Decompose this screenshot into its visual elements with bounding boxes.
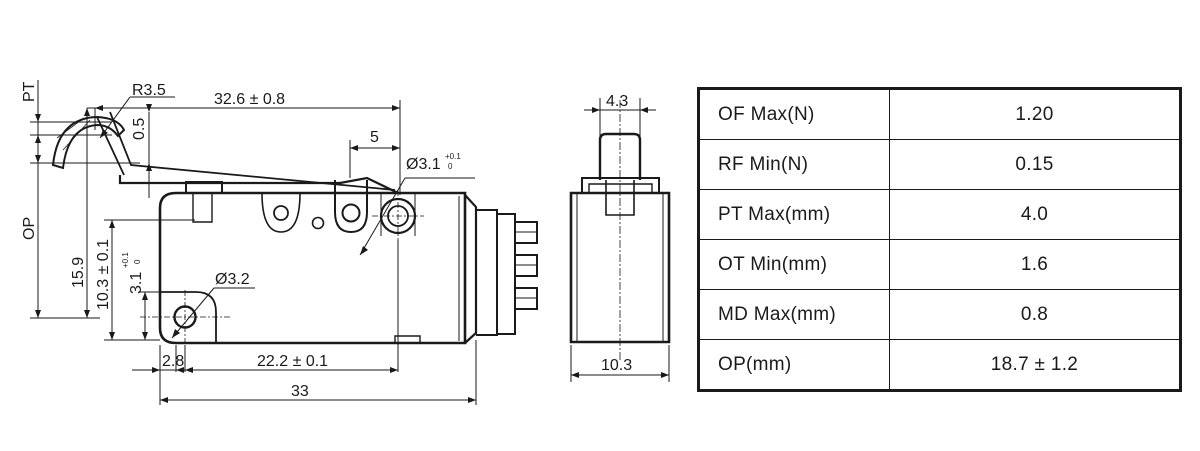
body-length-label: 33	[291, 383, 309, 400]
param-cell: RF Min(N)	[698, 139, 890, 190]
terminal-cap	[464, 194, 478, 344]
end-collar	[581, 177, 660, 193]
value-cell: 1.20	[889, 88, 1181, 140]
pt-label: PT	[21, 81, 38, 102]
plunger-width-label: 4.3	[606, 93, 628, 110]
table-row: MD Max(mm) 0.8	[698, 289, 1181, 340]
table-row: PT Max(mm) 4.0	[698, 189, 1181, 240]
hole-diameter-label: Ø3.1	[406, 156, 441, 173]
param-cell: PT Max(mm)	[698, 189, 890, 240]
table-row: OF Max(N) 1.20	[698, 88, 1181, 140]
mount-tol-zero: 0	[133, 259, 142, 264]
value-cell: 18.7 ± 1.2	[889, 339, 1181, 391]
height-label: 15.9	[70, 257, 87, 288]
value-cell: 0.8	[889, 289, 1181, 340]
mounting-tab	[160, 291, 217, 343]
mount-tol-plus: +0.1	[121, 252, 130, 268]
table-row: OP(mm) 18.7 ± 1.2	[698, 339, 1181, 391]
lever-length-label: 32.6 ± 0.8	[214, 91, 285, 108]
spec-table: OF Max(N) 1.20 RF Min(N) 0.15 PT Max(mm)…	[697, 87, 1182, 392]
roller-offset-label: 5	[370, 129, 379, 146]
table-row: RF Min(N) 0.15	[698, 139, 1181, 190]
mount-hole-diameter-label: Ø3.2	[215, 271, 250, 288]
value-cell: 1.6	[889, 239, 1181, 290]
mount-height-label: 3.1	[128, 272, 145, 294]
lever-roller	[51, 115, 126, 170]
param-cell: MD Max(mm)	[698, 289, 890, 340]
lever-pivot	[334, 180, 368, 234]
body-width-label: 10.3	[601, 357, 632, 374]
end-view: 4.3 10.3	[569, 93, 671, 382]
hole-height-label: 10.3 ± 0.1	[95, 239, 112, 310]
table-row: OT Min(mm) 1.6	[698, 239, 1181, 290]
lever-arm	[118, 175, 399, 194]
terminal-block	[476, 209, 538, 336]
side-view: PT OP R3.5 32.6 ± 0.8 0.5 5 Ø3.1 +0.1 0 …	[21, 80, 538, 405]
dimension-lines	[30, 80, 477, 405]
body-bottom-notch	[394, 335, 421, 343]
body-hole-b	[311, 216, 325, 230]
value-cell: 0.15	[889, 139, 1181, 190]
param-cell: OP(mm)	[698, 339, 890, 391]
hole-pitch-label: 22.2 ± 0.1	[257, 353, 328, 370]
value-cell: 4.0	[889, 189, 1181, 240]
op-label: OP	[21, 217, 38, 240]
body-hole-a	[273, 205, 289, 221]
switch-dimension-drawing: PT OP R3.5 32.6 ± 0.8 0.5 5 Ø3.1 +0.1 0 …	[21, 80, 671, 405]
radius-label: R3.5	[132, 82, 166, 99]
switch-body-outline	[158, 191, 467, 345]
hole-offset-label: 2.8	[162, 353, 184, 370]
param-cell: OT Min(mm)	[698, 239, 890, 290]
hole-tol-zero: 0	[448, 162, 453, 171]
lever-offset-label: 0.5	[131, 118, 148, 140]
hole-tol-plus: +0.1	[445, 152, 461, 161]
param-cell: OF Max(N)	[698, 88, 890, 140]
end-body-outline	[569, 191, 671, 344]
